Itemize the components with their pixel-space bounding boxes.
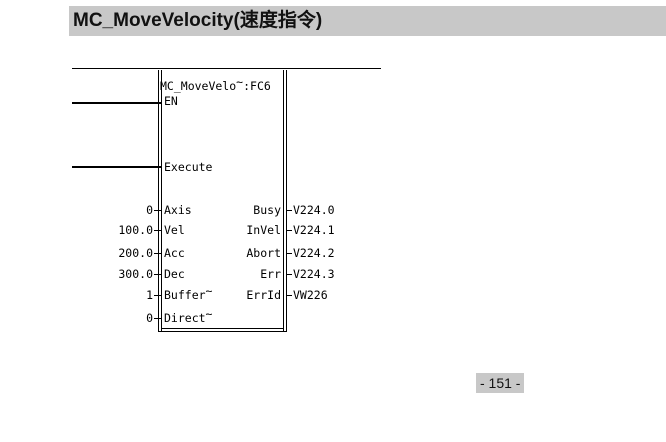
section-header: MC_MoveVelocity(速度指令) bbox=[69, 6, 666, 36]
output-abort-value: V224.2 bbox=[293, 246, 335, 260]
input-acc-pin bbox=[154, 253, 161, 254]
input-axis-pin bbox=[154, 210, 161, 211]
input-direct-pin bbox=[154, 318, 161, 319]
en-wire bbox=[72, 102, 162, 104]
input-axis-value: 0 bbox=[146, 203, 153, 217]
output-busy-label: Busy bbox=[253, 203, 281, 217]
block-name: MC_MoveVelo bbox=[160, 79, 237, 93]
block-title: MC_MoveVelo~:FC6 bbox=[160, 75, 271, 93]
output-invel-pin bbox=[286, 230, 292, 231]
block-left-border-outer bbox=[158, 70, 159, 332]
output-busy-value: V224.0 bbox=[293, 203, 335, 217]
input-vel-label: Vel bbox=[164, 223, 185, 237]
output-err-label: Err bbox=[260, 267, 281, 281]
output-invel-label: InVel bbox=[246, 223, 281, 237]
input-axis-label: Axis bbox=[164, 203, 192, 217]
section-title: MC_MoveVelocity(速度指令) bbox=[73, 10, 323, 31]
output-err-pin bbox=[286, 274, 292, 275]
output-busy-pin bbox=[286, 210, 292, 211]
input-dec-value: 300.0 bbox=[118, 267, 153, 281]
output-abort-pin bbox=[286, 253, 292, 254]
block-fc: :FC6 bbox=[243, 79, 271, 93]
input-buffer-pin bbox=[154, 295, 161, 296]
block-bottom-border-outer bbox=[158, 331, 287, 332]
input-direct-value: 0 bbox=[146, 311, 153, 325]
execute-wire bbox=[72, 166, 162, 168]
input-vel-pin bbox=[154, 230, 161, 231]
input-acc-label: Acc bbox=[164, 246, 185, 260]
output-invel-value: V224.1 bbox=[293, 223, 335, 237]
input-buffer-label: Buffer~ bbox=[164, 284, 213, 302]
block-right-border-inner bbox=[286, 70, 287, 332]
input-dec-label: Dec bbox=[164, 267, 185, 281]
input-dec-pin bbox=[154, 274, 161, 275]
output-abort-label: Abort bbox=[246, 246, 281, 260]
output-errid-value: VW226 bbox=[293, 288, 328, 302]
output-err-value: V224.3 bbox=[293, 267, 335, 281]
input-direct-label: Direct~ bbox=[164, 307, 213, 325]
input-acc-value: 200.0 bbox=[118, 246, 153, 260]
en-label: EN bbox=[164, 94, 178, 108]
input-buffer-value: 1 bbox=[146, 288, 153, 302]
block-right-border-outer bbox=[283, 70, 284, 332]
output-errid-label: ErrId bbox=[246, 288, 281, 302]
output-errid-pin bbox=[286, 295, 292, 296]
block-tilde: ~ bbox=[236, 75, 244, 89]
execute-label: Execute bbox=[164, 160, 213, 174]
input-vel-value: 100.0 bbox=[118, 223, 153, 237]
block-left-border-inner bbox=[161, 70, 162, 332]
top-rail-line bbox=[72, 68, 381, 69]
page-number: - 151 - bbox=[476, 373, 525, 393]
block-bottom-border-inner bbox=[161, 328, 284, 329]
